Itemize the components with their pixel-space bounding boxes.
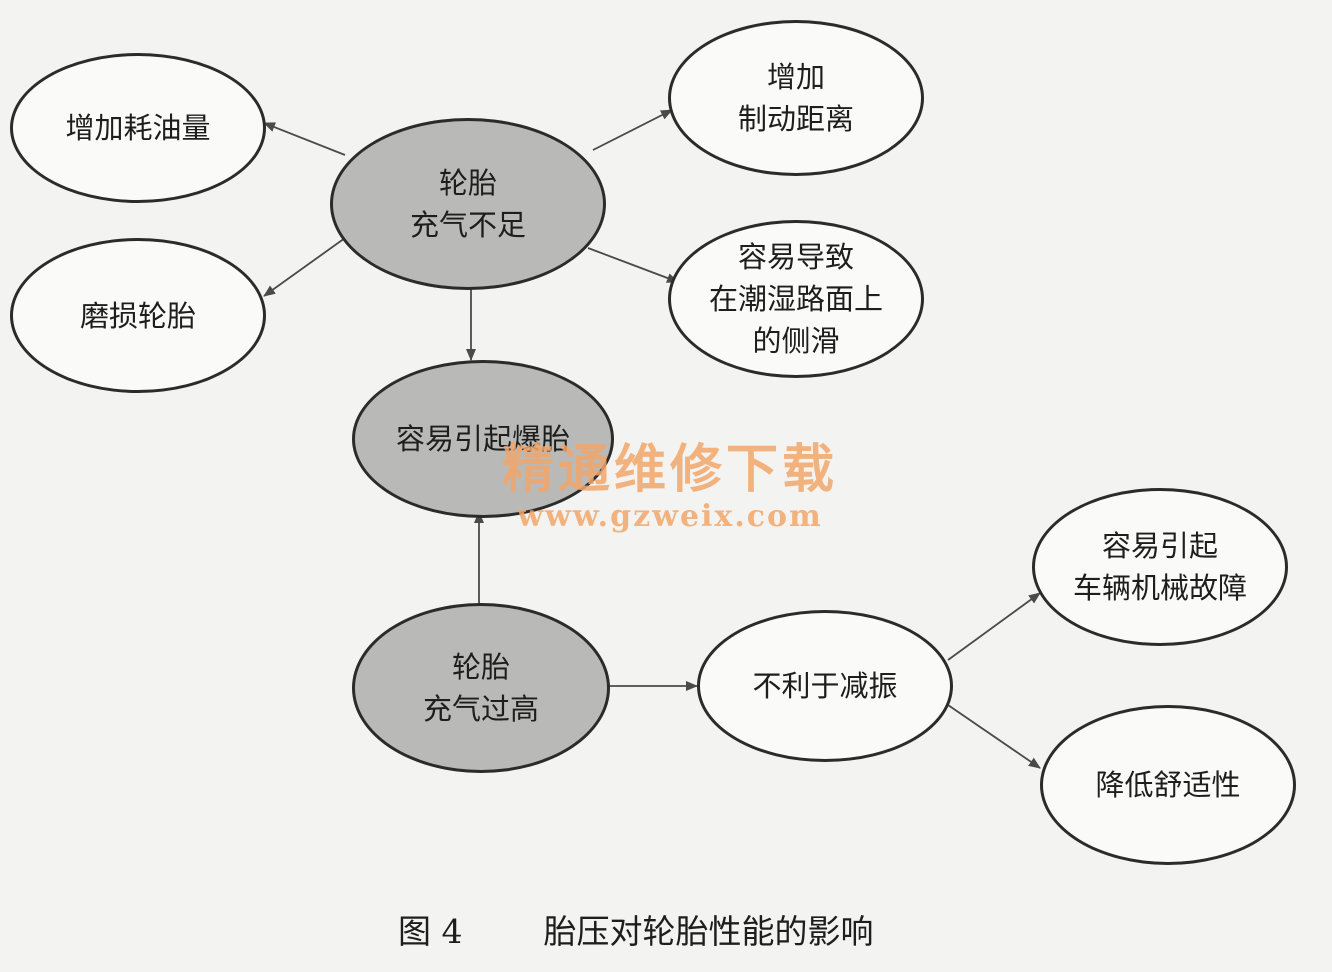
node-underinflated-label: 轮胎 充气不足 xyxy=(409,166,526,242)
node-tire-wear: 磨损轮胎 xyxy=(10,238,266,393)
node-overinflated: 轮胎 充气过高 xyxy=(352,603,610,773)
figure-caption: 图 4 胎压对轮胎性能的影响 xyxy=(360,905,980,953)
arrow-underinflated-to-fuel xyxy=(263,122,346,156)
node-reduced-comfort-label: 降低舒适性 xyxy=(1095,768,1241,802)
figure-number: 图 4 xyxy=(398,912,463,951)
figure-title: 胎压对轮胎性能的影响 xyxy=(543,912,874,951)
arrow-damping-to-comfort xyxy=(947,704,1041,769)
node-overinflated-label: 轮胎 充气过高 xyxy=(422,650,539,726)
arrow-damping-to-mechanical xyxy=(947,592,1041,661)
node-wet-skid-label: 容易导致 在潮湿路面上 的侧滑 xyxy=(708,240,883,358)
node-fuel-consumption-label: 增加耗油量 xyxy=(65,111,211,145)
node-tire-wear-label: 磨损轮胎 xyxy=(79,298,196,333)
node-fuel-consumption: 增加耗油量 xyxy=(10,53,266,203)
arrow-underinflated-to-braking xyxy=(592,109,673,151)
node-underinflated: 轮胎 充气不足 xyxy=(330,118,606,290)
arrow-underinflated-to-wear xyxy=(263,237,346,297)
node-mechanical-failure: 容易引起 车辆机械故障 xyxy=(1032,488,1288,646)
node-blowout: 容易引起爆胎 xyxy=(352,360,614,518)
node-poor-damping: 不利于减振 xyxy=(697,610,953,762)
node-wet-skid: 容易导致 在潮湿路面上 的侧滑 xyxy=(668,220,924,378)
node-reduced-comfort: 降低舒适性 xyxy=(1040,705,1296,865)
node-poor-damping-label: 不利于减振 xyxy=(752,669,898,703)
node-braking-distance: 增加 制动距离 xyxy=(668,20,924,176)
arrow-underinflated-to-skid xyxy=(587,247,679,283)
node-braking-distance-label: 增加 制动距离 xyxy=(737,60,854,136)
node-blowout-label: 容易引起爆胎 xyxy=(395,422,570,456)
node-mechanical-failure-label: 容易引起 车辆机械故障 xyxy=(1072,529,1247,605)
